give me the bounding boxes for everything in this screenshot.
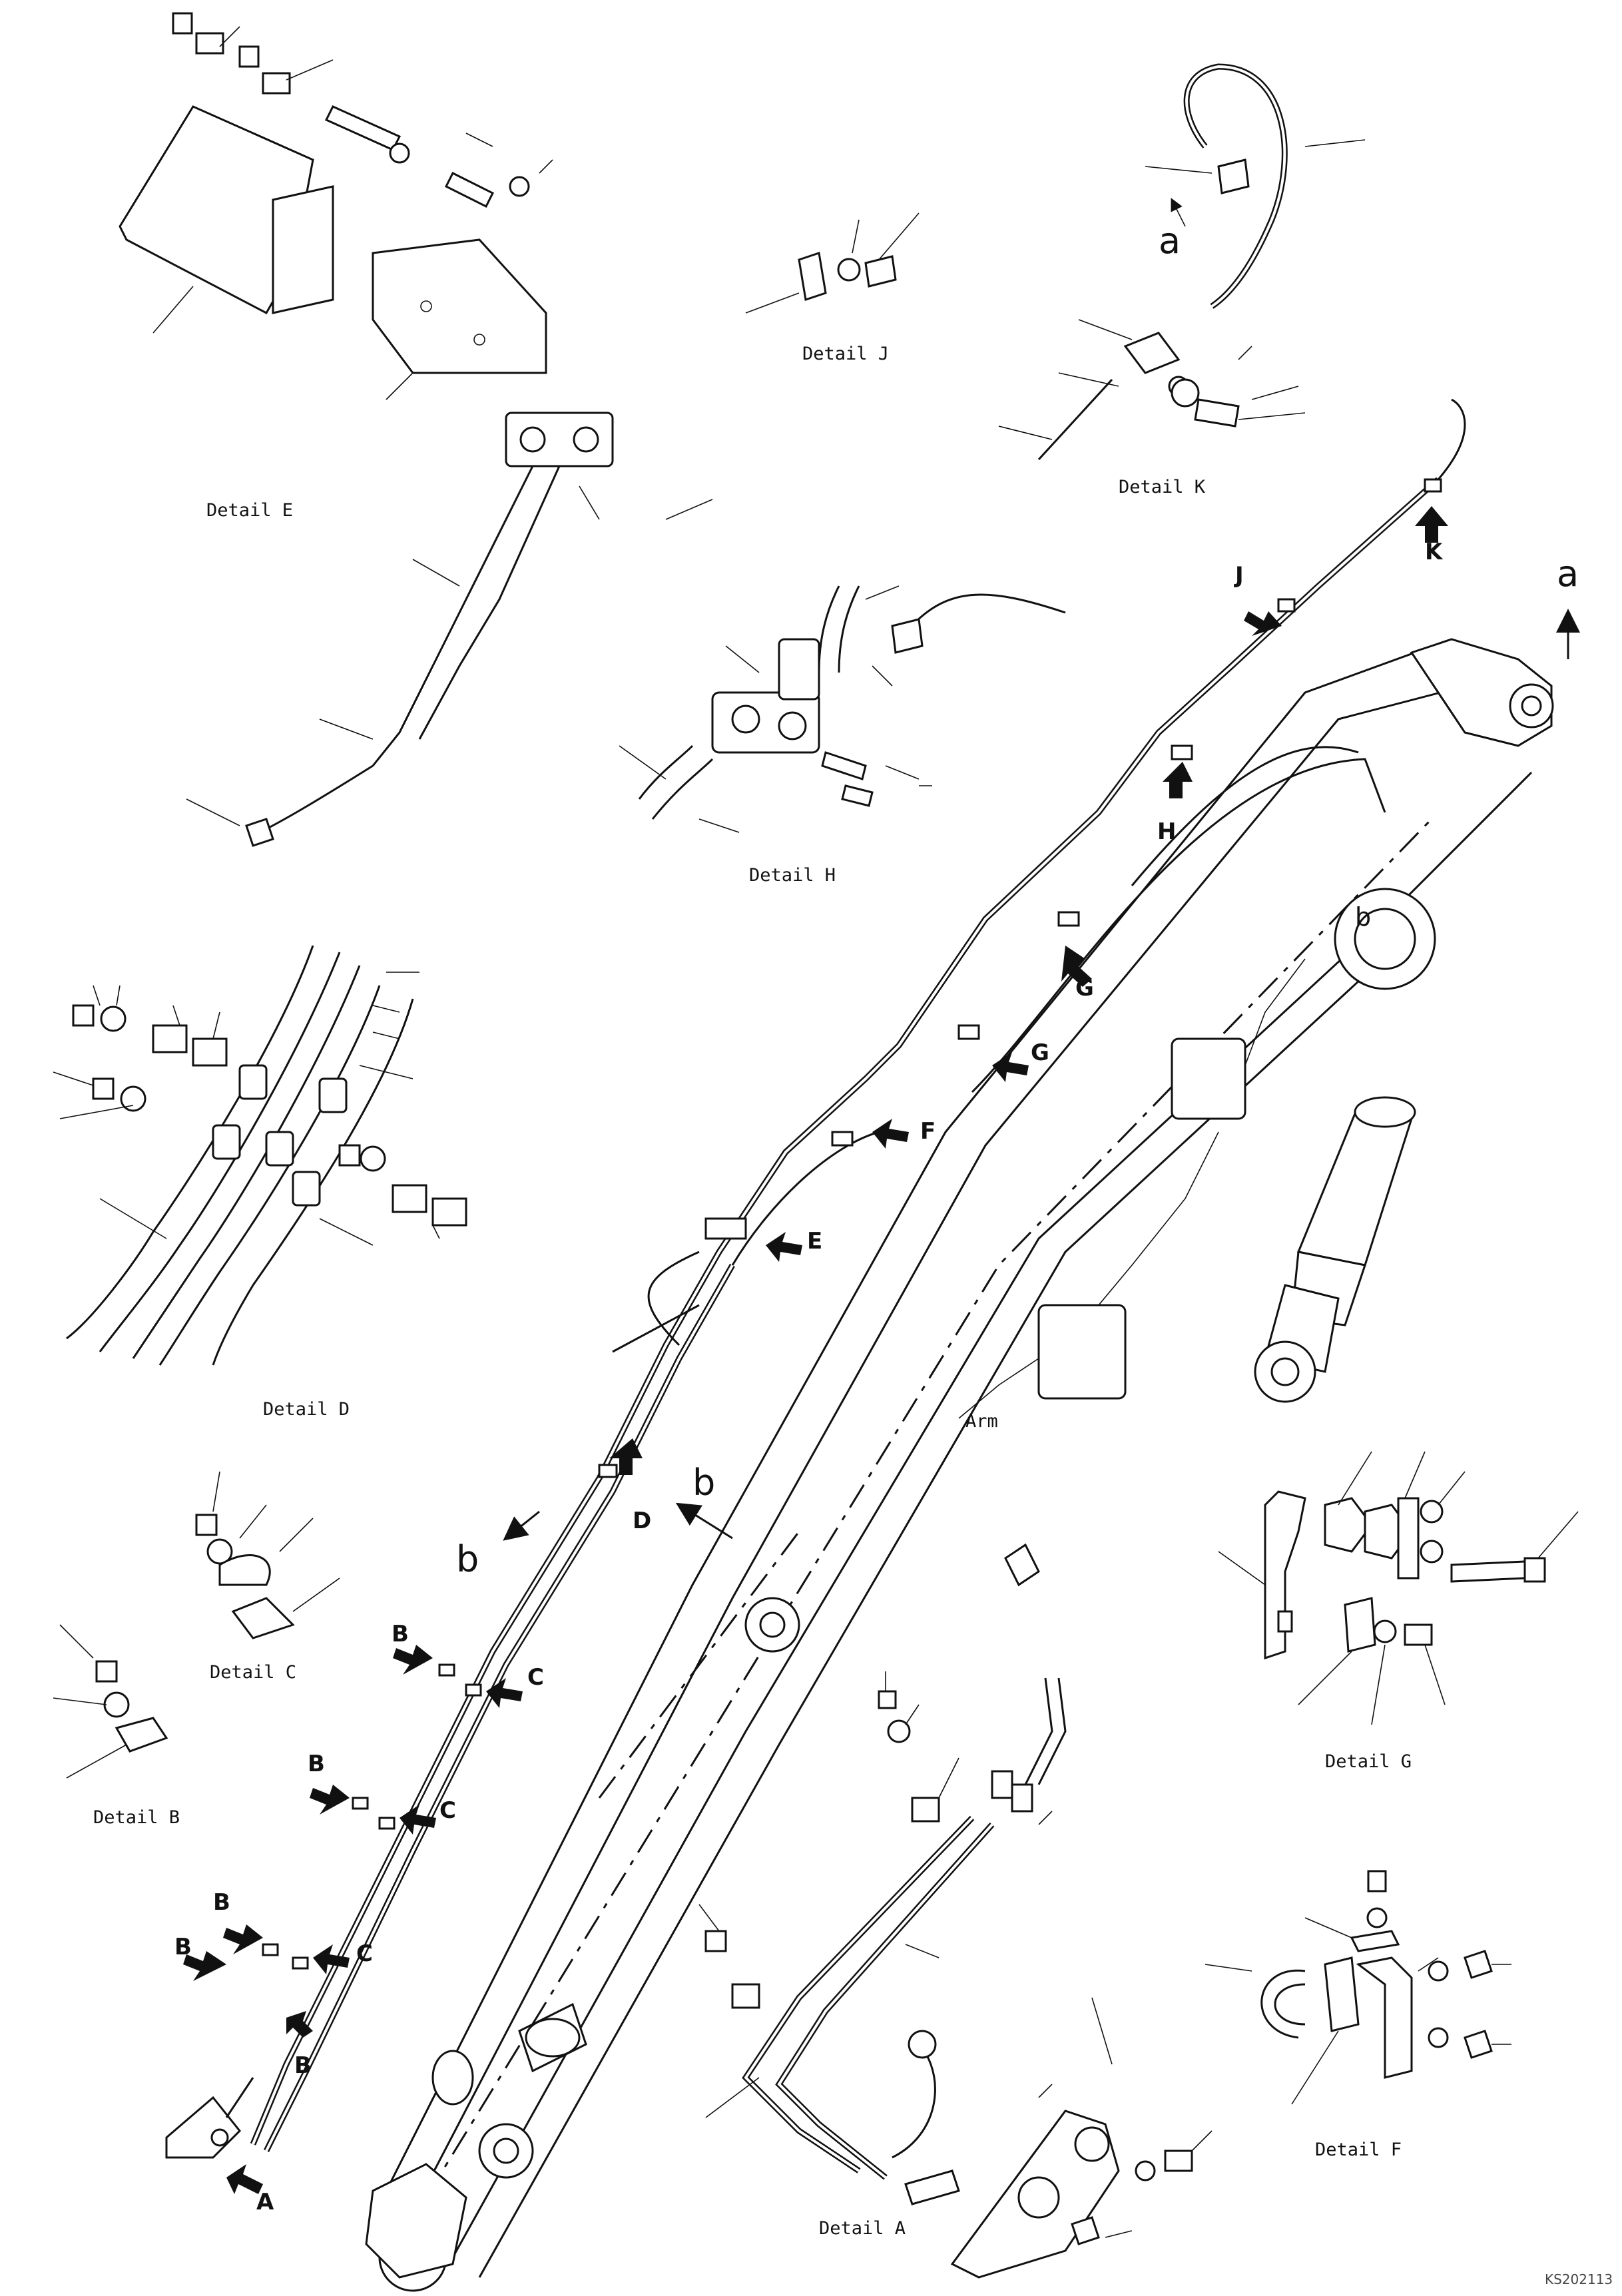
connection-b-letter-hose: b [456,1538,479,1580]
callout-j: J [1234,562,1244,589]
drawing-code: KS202113 [1545,2271,1613,2287]
detail-a-bracket-main [165,2077,254,2159]
callout-arrows [183,506,1580,2194]
connection-a-letter-main: a [1557,553,1579,595]
arm-body [365,638,1554,2292]
detail-b-group [53,1624,168,1779]
callout-e: E [807,1228,822,1255]
callout-c-2: C [439,1797,456,1824]
callout-b-1: B [392,1621,409,1647]
hydraulic-cylinder [1254,1096,1416,1403]
callout-b-5: B [294,2052,312,2079]
callout-c-1: C [527,1664,544,1691]
callout-g-upper: G [1075,975,1094,1002]
callout-c-3: C [356,1940,373,1967]
detail-k-label: Detail K [1119,477,1206,497]
detail-e-label: Detail E [206,500,293,521]
detail-a-label: Detail A [819,2218,906,2239]
detail-a-group [698,1671,1213,2279]
detail-e-group [119,12,713,847]
connection-b-letter-boss: b [1355,902,1371,932]
callout-b-2: B [308,1751,325,1777]
detail-h-label: Detail H [749,865,836,886]
detail-d-label: Detail D [263,1399,350,1420]
callout-b-3: B [213,1889,230,1916]
detail-g-label: Detail G [1325,1751,1412,1772]
detail-c-label: Detail C [210,1662,296,1683]
orientation-icon [1004,1543,1040,1587]
callout-h: H [1157,818,1176,845]
callout-a: A [256,2189,274,2215]
detail-j-group [745,212,920,314]
detail-c-group [195,1471,340,1639]
detail-g-group [1218,1451,1579,1725]
hose-clamps [262,478,1442,1970]
detail-h-group [619,585,1066,833]
hose-routing [250,398,1466,2153]
detail-k-group [998,63,1366,461]
callout-k: K [1425,539,1444,565]
arm-label: Arm [965,1411,998,1432]
detail-d-group [53,945,467,1366]
detail-f-group [1205,1870,1511,2105]
detail-j-label: Detail J [802,344,889,364]
detail-f-label: Detail F [1315,2140,1402,2160]
callout-b-4: B [174,1934,192,1960]
callout-g-lower: G [1031,1039,1049,1066]
connection-a-letter-detail-k: a [1159,220,1181,262]
connection-b-letter-arm: b [692,1462,715,1504]
callout-f: F [920,1118,936,1145]
callout-d: D [633,1508,651,1534]
detail-b-label: Detail B [93,1807,180,1828]
